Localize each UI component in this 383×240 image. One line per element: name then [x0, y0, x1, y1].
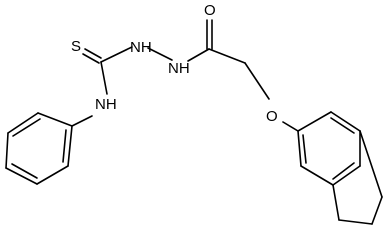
atom-label-nh-upper: NH	[130, 39, 152, 56]
phenyl-ring	[5, 112, 93, 185]
bond-c-nh-aniline	[100, 61, 108, 95]
indane-benzene-ring	[297, 111, 361, 186]
atom-label-oxygen-ether: O	[266, 108, 278, 125]
bond-n-n	[147, 47, 173, 61]
structure-canvas: O S NH NH NH O	[5, 2, 383, 225]
molecule-diagram: O S NH NH NH O	[5, 2, 383, 225]
bond-o-aryl	[282, 121, 299, 132]
carbonyl-double-bond	[206, 19, 213, 50]
atom-label-oxygen-carbonyl: O	[204, 2, 216, 19]
bond-c-nh-upper	[100, 46, 133, 63]
atom-label-sulfur: S	[71, 38, 81, 55]
indane-cyclopentane-ring	[332, 130, 383, 225]
bond-nh-carbonyl-carbon	[187, 48, 210, 62]
thiocarbonyl-double-bond	[82, 48, 102, 64]
atom-label-nh-lower: NH	[168, 60, 190, 77]
bond-ch2-o	[244, 62, 270, 100]
atom-label-nh-aniline: NH	[95, 96, 117, 113]
bond-carbonyl-ch2	[208, 48, 246, 64]
